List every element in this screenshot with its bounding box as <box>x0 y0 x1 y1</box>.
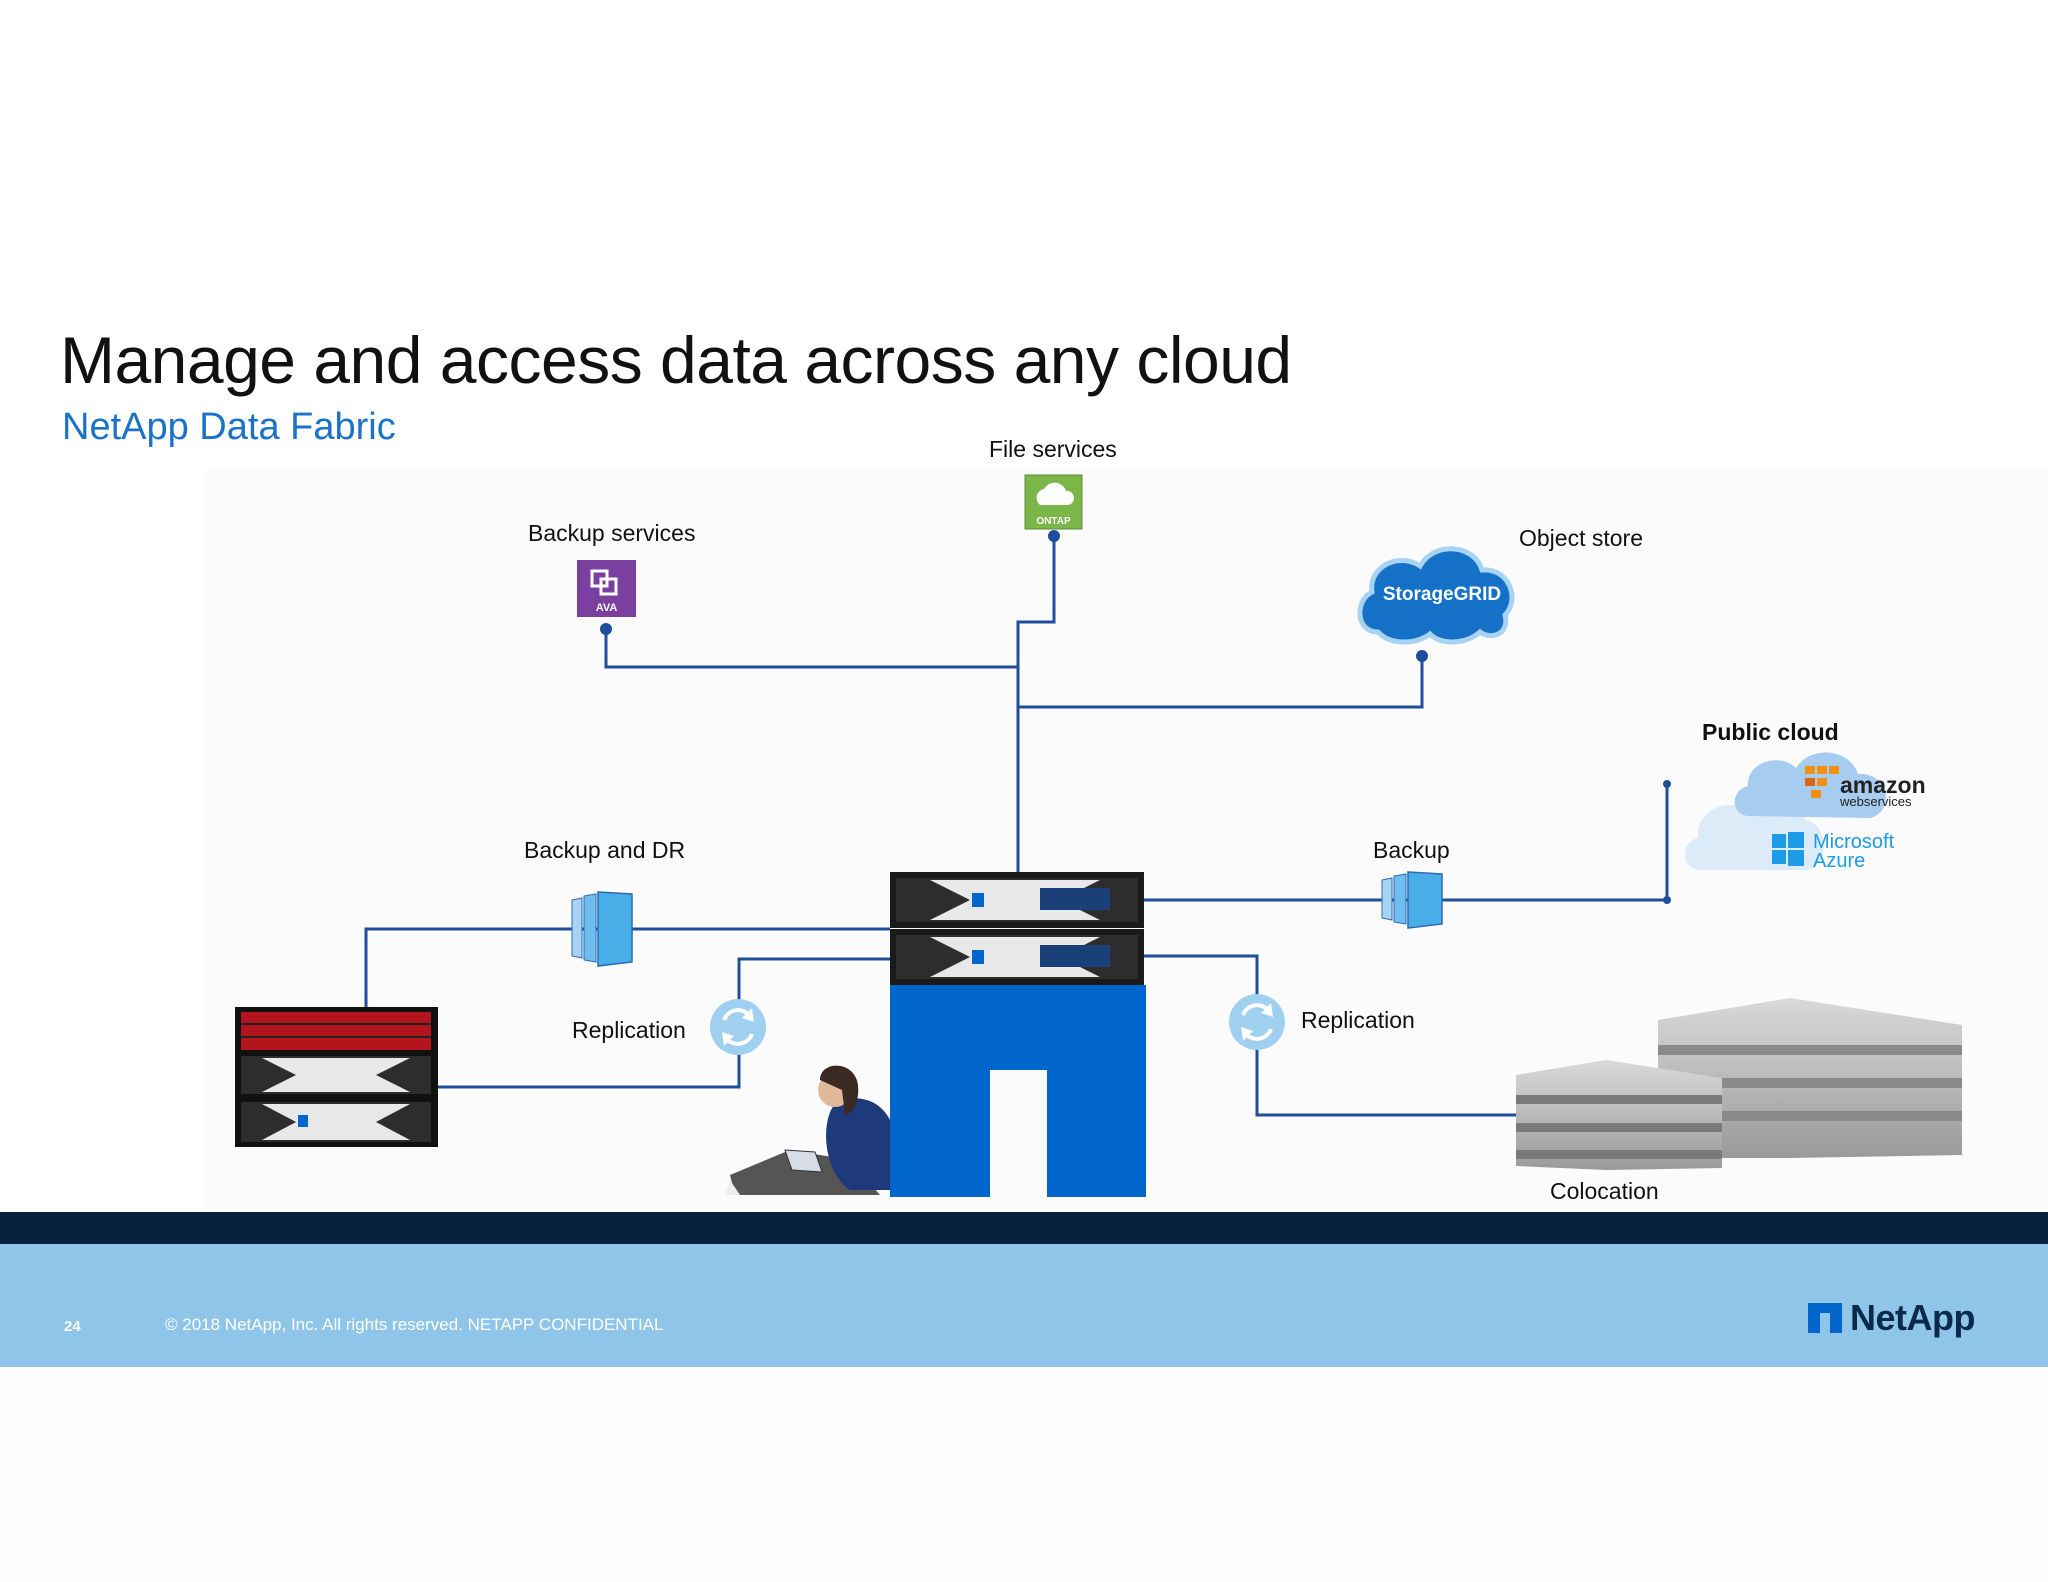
footer-dark-band <box>0 1212 2048 1244</box>
ontap-badge-text: ONTAP <box>1036 516 1071 527</box>
page-number: 24 <box>64 1318 81 1335</box>
backup-label: Backup <box>1373 837 1450 863</box>
backup-icon <box>1381 871 1443 929</box>
bottom-margin <box>0 1367 2048 1582</box>
storage-array-bottom <box>890 929 1144 985</box>
replication-left-icon <box>710 999 766 1055</box>
netapp-logo: NetApp <box>1808 1297 1976 1338</box>
aws-logo: amazon webservices <box>1805 766 1926 809</box>
storage-array-top <box>890 872 1144 928</box>
colocation-buildings-illustration <box>1516 998 1962 1170</box>
page-subtitle: NetApp Data Fabric <box>62 406 396 448</box>
central-netapp-storage <box>890 872 1146 1197</box>
footer-bar <box>0 1244 2048 1367</box>
backup-and-dr-label: Backup and DR <box>524 837 686 863</box>
file-services-label: File services <box>989 436 1117 462</box>
replication-right-label: Replication <box>1301 1007 1415 1033</box>
copyright-notice: © 2018 NetApp, Inc. All rights reserved.… <box>165 1315 664 1334</box>
azure-text: Azure <box>1813 850 1865 872</box>
ontap-icon: ONTAP <box>1024 474 1083 530</box>
public-cloud-icon: amazon webservices Microsoft Azure <box>1684 752 1926 872</box>
azure-logo: Microsoft Azure <box>1772 831 1895 872</box>
page-title: Manage and access data across any cloud <box>60 323 1292 397</box>
ava-icon: AVA <box>577 560 636 617</box>
object-store-label: Object store <box>1519 525 1643 551</box>
netapp-logo-text: NetApp <box>1850 1297 1976 1338</box>
ava-badge-text: AVA <box>596 602 618 614</box>
colocation-label: Colocation <box>1550 1178 1659 1204</box>
person-with-laptop-illustration <box>725 1065 890 1195</box>
file-services-link <box>1016 536 1056 872</box>
webservices-text: webservices <box>1839 794 1912 809</box>
amazon-text: amazon <box>1840 772 1926 798</box>
replication-right-link <box>1143 954 1543 1117</box>
microsoft-text: Microsoft <box>1813 831 1895 853</box>
backup-services-label: Backup services <box>528 520 696 546</box>
backup-services-link <box>604 628 1018 669</box>
storagegrid-text: StorageGRID <box>1383 584 1501 605</box>
replication-left-label: Replication <box>572 1017 686 1043</box>
replication-right-icon <box>1229 994 1285 1050</box>
netapp-logo-icon <box>1808 1303 1842 1333</box>
object-store-link <box>1018 656 1424 709</box>
backup-dr-icon <box>571 891 633 967</box>
left-storage-rack <box>235 1007 438 1147</box>
storagegrid-cloud-icon: StorageGRID <box>1357 546 1515 645</box>
public-cloud-label: Public cloud <box>1702 719 1839 745</box>
